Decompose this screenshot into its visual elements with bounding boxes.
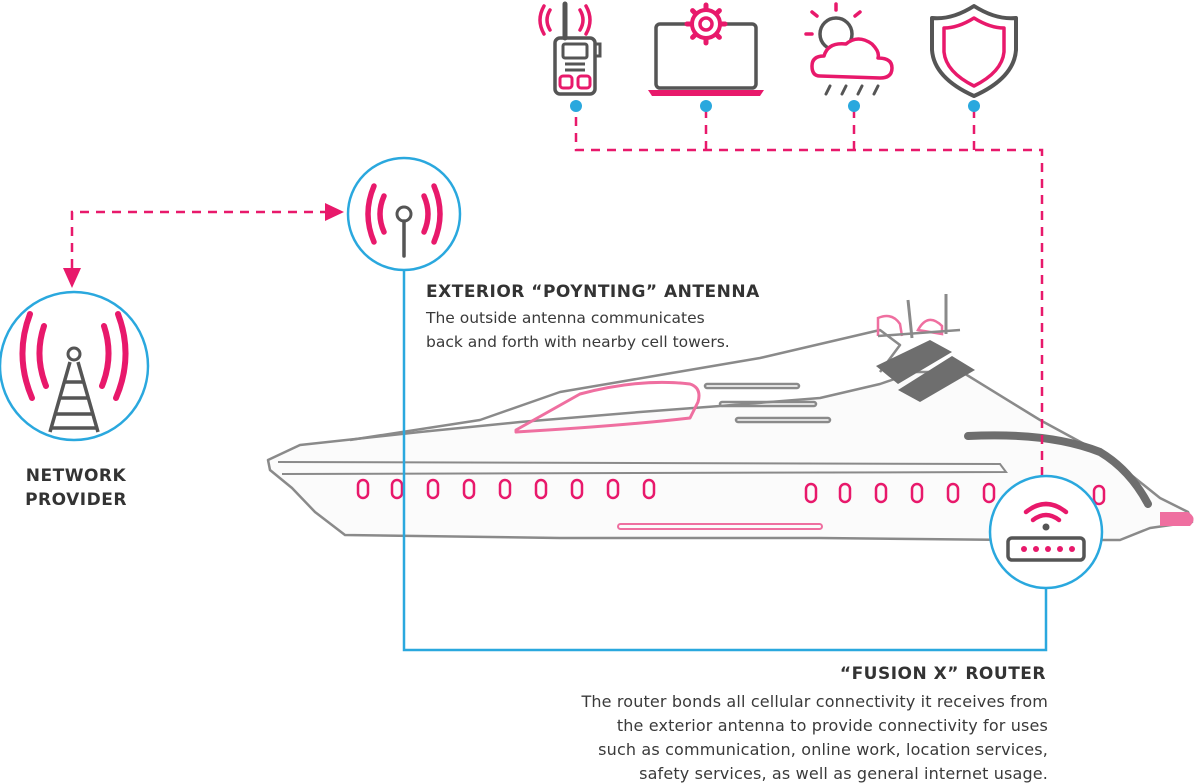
yacht-waterline-stripe bbox=[617, 523, 823, 530]
service-connection-dots bbox=[570, 100, 980, 112]
network-provider-title-line: PROVIDER bbox=[25, 490, 127, 510]
link-arrowhead-right bbox=[325, 203, 344, 221]
laptop-settings-icon bbox=[648, 2, 764, 96]
router-description-line: The router bonds all cellular connectivi… bbox=[581, 692, 1048, 711]
network-provider-title-line: NETWORK bbox=[25, 466, 127, 486]
antenna-router-cable bbox=[402, 268, 1048, 652]
antenna-title: EXTERIOR “POYNTING” ANTENNA bbox=[426, 282, 760, 302]
yacht-illustration bbox=[266, 294, 1194, 542]
network-provider-title: NETWORK PROVIDER bbox=[16, 464, 136, 512]
yacht-superstructure bbox=[349, 328, 902, 442]
walkie-talkie-icon bbox=[538, 1, 602, 96]
yacht-deck-line bbox=[277, 461, 1008, 475]
yacht-bow-rail bbox=[964, 431, 1152, 508]
wifi-router-icon bbox=[988, 474, 1104, 590]
antenna-description-line: back and forth with nearby cell towers. bbox=[426, 333, 730, 351]
tower-antenna-link bbox=[70, 210, 325, 268]
weather-icon bbox=[804, 2, 894, 96]
router-description: The router bonds all cellular connectivi… bbox=[470, 690, 1048, 784]
cell-tower-icon bbox=[0, 290, 150, 442]
antenna-description: The outside antenna communicates back an… bbox=[426, 306, 730, 354]
security-shield-icon bbox=[930, 4, 1018, 98]
router-description-line: safety services, as well as general inte… bbox=[639, 764, 1048, 783]
yacht-portholes bbox=[356, 478, 1106, 506]
yacht-windshield bbox=[514, 380, 701, 434]
router-description-line: the exterior antenna to provide connecti… bbox=[616, 716, 1048, 735]
link-arrowhead-down bbox=[63, 268, 81, 288]
antenna-description-line: The outside antenna communicates bbox=[426, 309, 705, 327]
yacht-radar-arch bbox=[876, 294, 975, 402]
router-title: “FUSION X” ROUTER bbox=[839, 664, 1046, 684]
yacht-bow-light bbox=[1160, 512, 1194, 526]
yacht-hull bbox=[266, 370, 1194, 542]
router-services-bus bbox=[574, 110, 1044, 476]
yacht-vents bbox=[703, 382, 832, 424]
router-description-line: such as communication, online work, loca… bbox=[598, 740, 1048, 759]
antenna-icon bbox=[346, 156, 462, 272]
